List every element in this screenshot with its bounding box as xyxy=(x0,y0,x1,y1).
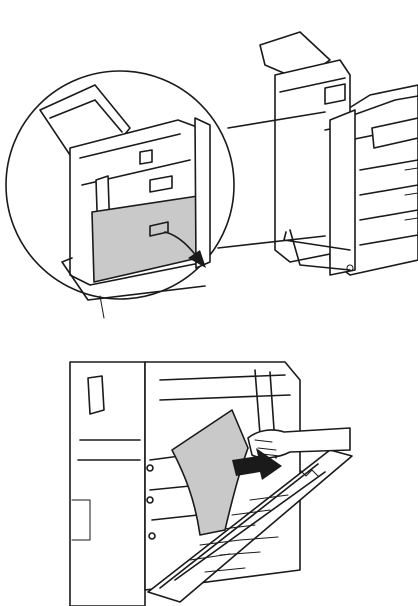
finisher-jam-illustration xyxy=(0,0,418,330)
side-cover-jam-illustration xyxy=(0,340,418,606)
printer-side-panel xyxy=(70,362,145,606)
